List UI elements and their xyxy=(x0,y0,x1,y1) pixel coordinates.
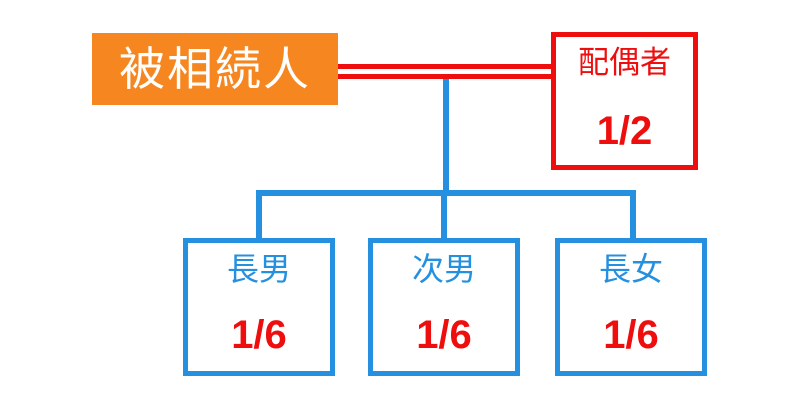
descent-line xyxy=(443,79,449,196)
spouse-box: 配偶者 1/2 xyxy=(551,32,698,170)
decedent-box: 被相続人 xyxy=(92,33,338,105)
child-drop-line-2 xyxy=(441,190,447,238)
marriage-double-line xyxy=(338,64,551,79)
child-box-eldest-son: 長男 1/6 xyxy=(183,238,335,376)
second-son-share: 1/6 xyxy=(416,313,472,357)
child-drop-line-1 xyxy=(256,190,262,238)
child-drop-line-3 xyxy=(630,190,636,238)
eldest-daughter-share: 1/6 xyxy=(603,313,659,357)
second-son-label: 次男 xyxy=(411,251,476,287)
spouse-share: 1/2 xyxy=(596,109,653,153)
eldest-daughter-label: 長女 xyxy=(598,251,663,287)
child-box-eldest-daughter: 長女 1/6 xyxy=(555,238,707,376)
eldest-son-share: 1/6 xyxy=(231,313,287,357)
eldest-son-label: 長男 xyxy=(226,251,291,287)
spouse-label: 配偶者 xyxy=(578,45,671,80)
child-box-second-son: 次男 1/6 xyxy=(368,238,520,376)
decedent-label: 被相続人 xyxy=(119,43,311,95)
